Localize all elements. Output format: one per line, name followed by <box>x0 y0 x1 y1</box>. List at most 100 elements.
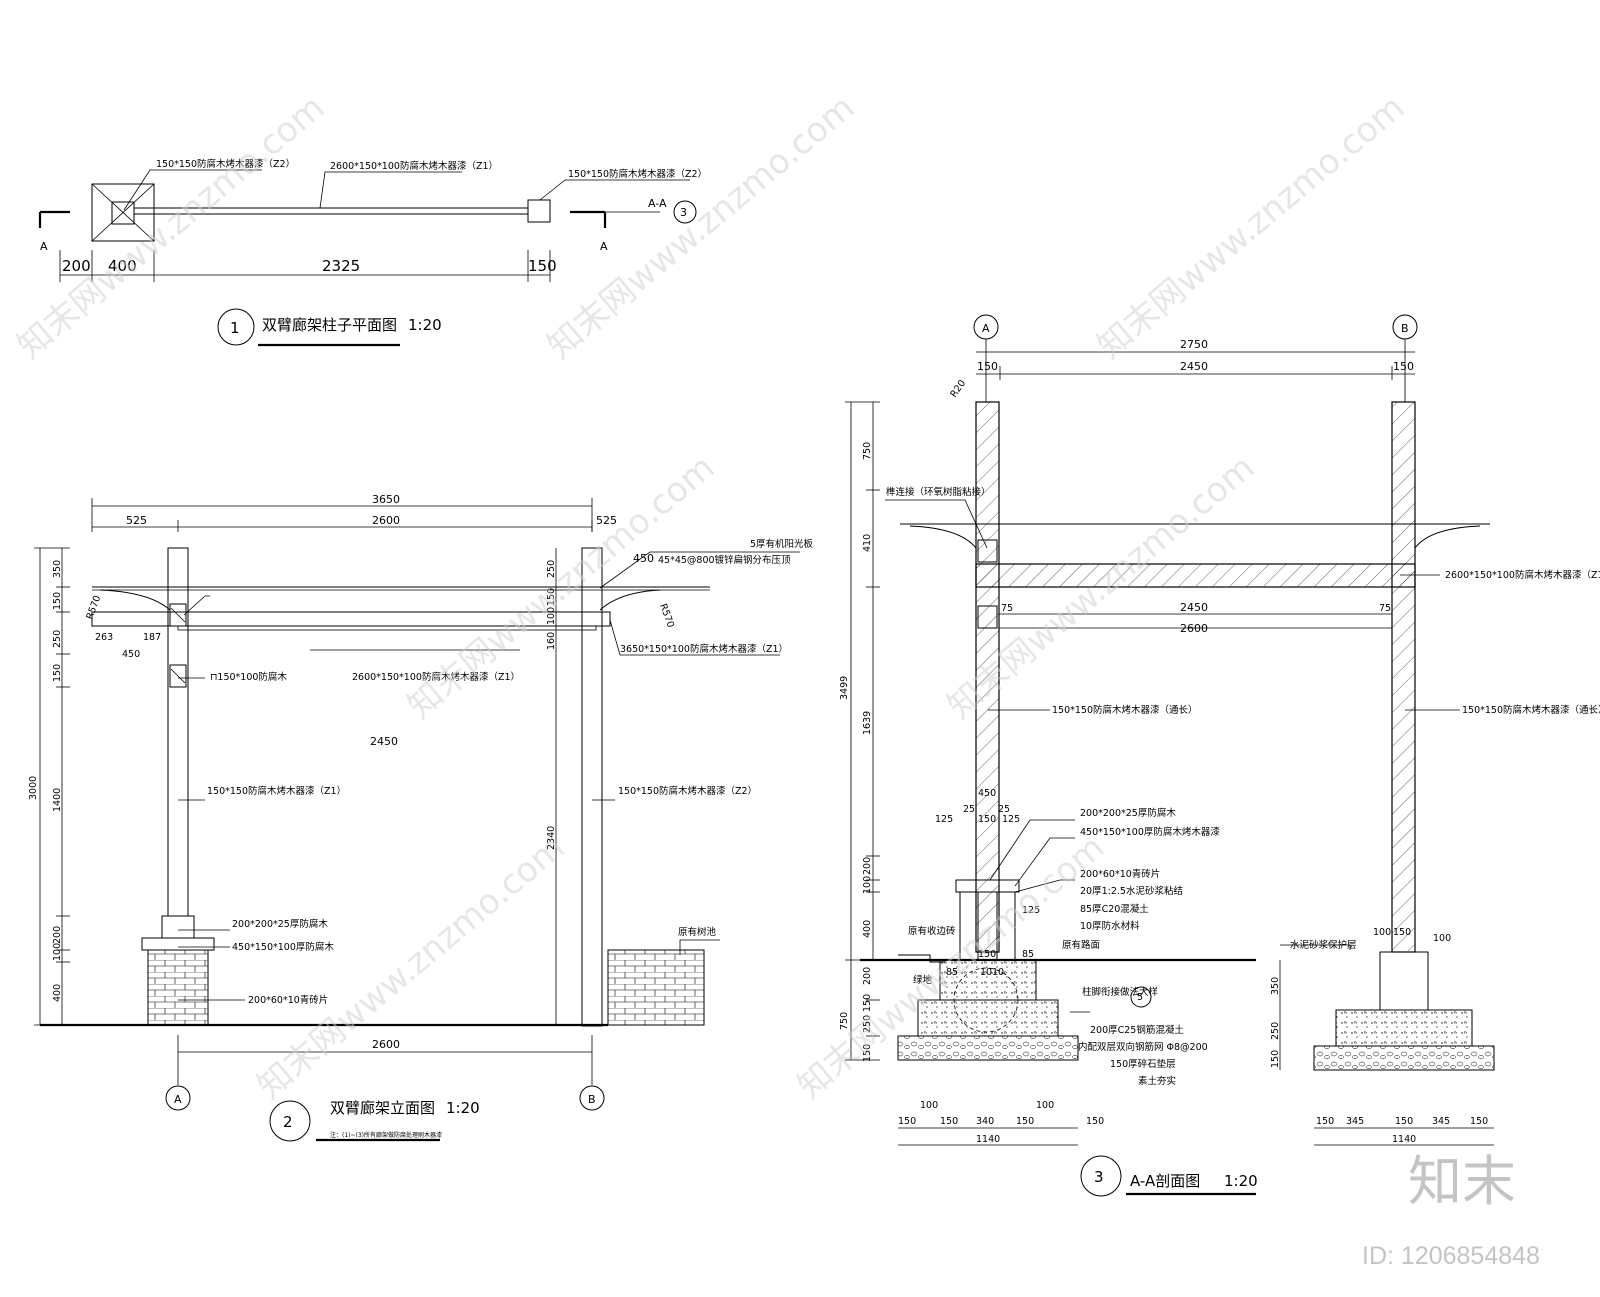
elev-column-right <box>581 547 603 1027</box>
sec-label-green: 绿地 <box>913 974 933 986</box>
sec-rbdim-345a: 345 <box>1346 1116 1364 1127</box>
plan-post-right <box>527 199 551 223</box>
elev-dim-450-right: 450 <box>633 552 654 565</box>
sec-beam <box>975 563 1416 588</box>
sec-scale: 1:20 <box>1224 1172 1258 1190</box>
sec-dim-2600-inner: 2600 <box>1180 622 1208 635</box>
sec-label-block: 450*150*100厚防腐木烤木器漆 <box>1080 826 1220 838</box>
elev-dim-200: 200 <box>52 926 63 944</box>
elev-dim-1400: 1400 <box>52 788 63 812</box>
elev-rdim-250: 250 <box>546 560 557 578</box>
sec-dim-100: 100 <box>862 876 873 894</box>
sec-gravel-right <box>1313 1045 1495 1071</box>
sec-dim-750a: 750 <box>862 442 873 460</box>
plan-base-square <box>91 183 155 242</box>
elev-dim-2600: 2600 <box>372 514 400 527</box>
elev-r570-left: R570 <box>84 594 103 621</box>
sec-axis-b: B <box>1401 322 1409 335</box>
sec-rdim-150: 150 <box>1393 927 1411 938</box>
plan-view <box>38 169 697 347</box>
sec-dim-85a: 85 <box>946 967 958 978</box>
elev-dim-bottom-2600: 2600 <box>372 1038 400 1051</box>
sec-column-right <box>1391 401 1416 953</box>
elev-existing-pool <box>607 949 705 1026</box>
sec-dim-150b: 150 <box>978 949 996 960</box>
elev-dim-150a: 150 <box>52 592 63 610</box>
section-view <box>845 314 1495 1197</box>
sec-bdim-150b: 150 <box>940 1116 958 1127</box>
elev-dim-263: 263 <box>95 632 113 643</box>
sec-rbdim-1140: 1140 <box>1392 1134 1416 1145</box>
elev-r570-right: R570 <box>657 602 676 629</box>
sec-radius: R20 <box>948 378 968 400</box>
elev-axis-a-circle <box>165 1085 191 1111</box>
sec-dim-3499: 3499 <box>839 676 850 700</box>
sec-detail-no-circle <box>1130 986 1152 1008</box>
sec-title-circle <box>1080 1155 1122 1197</box>
watermark-7: 知末网www.znzmo.com <box>790 827 1112 1106</box>
sec-dim-750b: 750 <box>839 1012 850 1030</box>
sec-label-concrete: 85厚C20混凝土 <box>1080 903 1149 915</box>
sec-label-gravel: 150厚碎石垫层 <box>1110 1058 1176 1070</box>
elev-dim-2450: 2450 <box>370 735 398 748</box>
elevation-view <box>34 498 800 1142</box>
sec-detail-no: 5 <box>1137 992 1143 1003</box>
sec-dim-2450-inner: 2450 <box>1180 601 1208 614</box>
sec-rdim-150b: 150 <box>1270 1050 1281 1068</box>
sec-dim-2750: 2750 <box>1180 338 1208 351</box>
sec-label-brick: 200*60*10青砖片 <box>1080 868 1160 880</box>
elev-base-plate <box>161 915 195 939</box>
sec-dim-85b: 85 <box>1022 949 1034 960</box>
sec-label-footing: 200厚C25钢筋混凝土 <box>1090 1024 1184 1036</box>
brand-logo: 知末 <box>1408 1150 1516 1213</box>
sec-dim-25b: 25 <box>998 804 1010 815</box>
sec-label-waterproof: 10厚防水材料 <box>1080 920 1140 932</box>
sec-dim-400: 400 <box>862 920 873 938</box>
elev-title: 双臂廊架立面图 <box>330 1099 435 1117</box>
elev-label-beam-2600: 2600*150*100防腐木烤木器漆（Z1） <box>352 671 520 683</box>
elev-dim-3650: 3650 <box>372 493 400 506</box>
plan-dim-200: 200 <box>62 257 91 275</box>
elev-tenon-2 <box>169 664 187 688</box>
sec-rdim-100b: 100 <box>1433 933 1451 944</box>
plan-scale: 1:20 <box>408 316 442 334</box>
sec-dim-200b: 200 <box>862 967 873 985</box>
watermark-3: 知末网www.znzmo.com <box>1090 87 1412 366</box>
elev-dim-187: 187 <box>143 632 161 643</box>
sec-label-curb: 原有收边砖 <box>908 925 956 937</box>
sec-dim-10b: 10 <box>992 967 1004 978</box>
elev-rdim-160: 160 <box>546 632 557 650</box>
sec-dim-150-left: 150 <box>977 360 998 373</box>
elev-dim-350: 350 <box>52 560 63 578</box>
sec-dim-150a: 150 <box>978 814 996 825</box>
sec-dim-2450: 2450 <box>1180 360 1208 373</box>
sec-label-road: 原有路面 <box>1062 939 1100 951</box>
sec-label-rebar: 内配双层双向钢筋网 Φ8@200 <box>1078 1041 1208 1053</box>
sec-label-col-right: 150*150防腐木烤木器漆（通长） <box>1462 704 1600 716</box>
elev-axis-b-circle <box>579 1085 605 1111</box>
elev-dim-525-right: 525 <box>596 514 617 527</box>
sec-dim-150-right: 150 <box>1393 360 1414 373</box>
sec-bdim-150a: 150 <box>898 1116 916 1127</box>
plan-title-no: 1 <box>230 319 240 337</box>
sec-dim-125c: 125 <box>1022 905 1040 916</box>
sec-dim-75-left: 75 <box>1001 603 1013 614</box>
elev-dim-250: 250 <box>52 630 63 648</box>
sec-rdim-350: 350 <box>1270 977 1281 995</box>
plan-dim-2325: 2325 <box>322 257 360 275</box>
sec-tenon-2 <box>977 605 998 629</box>
sec-title: A-A剖面图 <box>1130 1172 1200 1190</box>
elev-label-block: 450*150*100厚防腐木 <box>232 941 334 953</box>
sec-detail-circle <box>953 967 1019 1033</box>
elev-column-left <box>167 547 189 917</box>
sec-dim-450: 450 <box>978 788 996 799</box>
elev-axis-a: A <box>174 1093 182 1106</box>
plan-dim-150: 150 <box>528 257 557 275</box>
elev-base-block <box>141 937 215 951</box>
elev-label-beam-3650: 3650*150*100防腐木烤木器漆（Z1） <box>620 643 788 655</box>
elev-brick-pier <box>147 949 209 1026</box>
plan-dim-400: 400 <box>108 257 137 275</box>
sec-dim-1639: 1639 <box>862 711 873 735</box>
sec-right-pier <box>1379 951 1429 1011</box>
sec-dim-150c: 150 <box>862 994 873 1012</box>
